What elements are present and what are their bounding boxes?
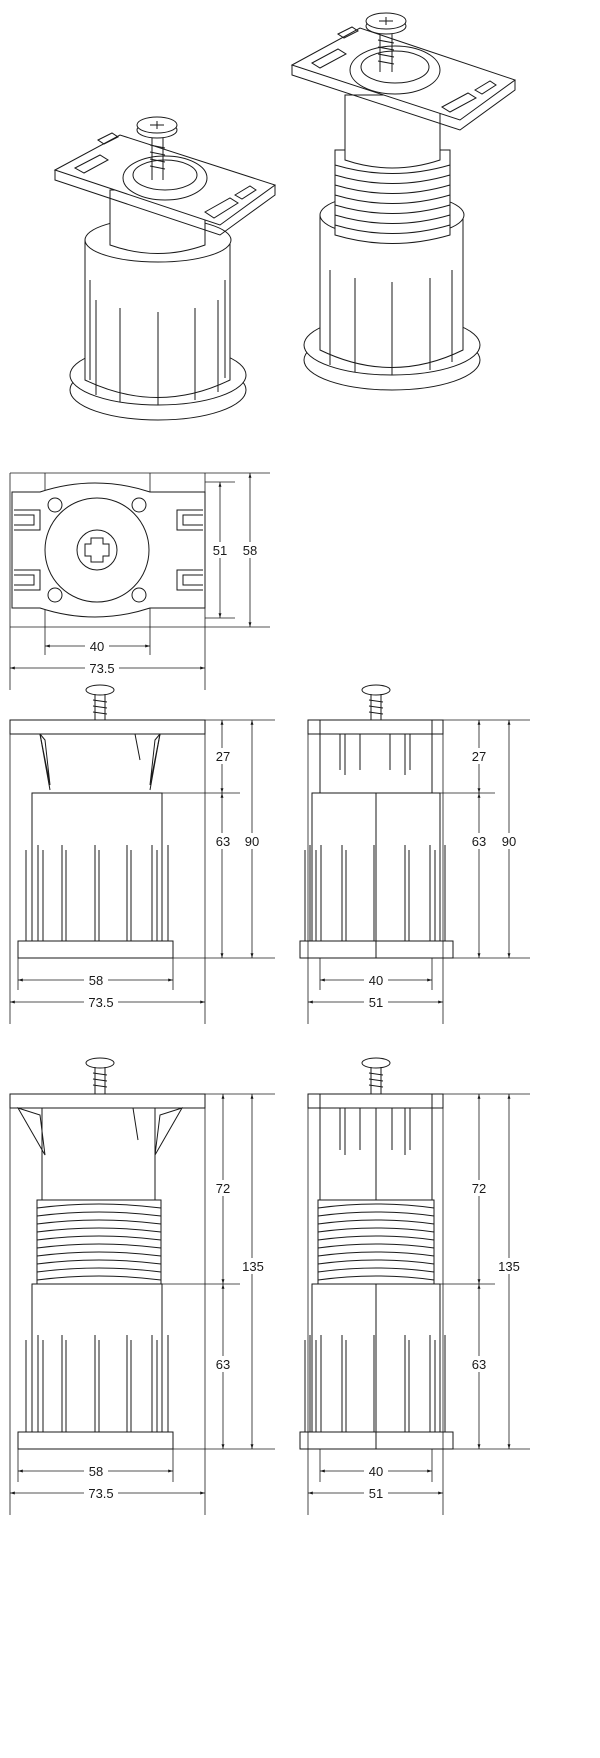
- tall-front-view: 72 63 135 58 73.5: [9, 1057, 275, 1515]
- dim-51: 51: [369, 1486, 383, 1501]
- dim-135: 135: [242, 1259, 264, 1274]
- dim-40: 40: [369, 973, 383, 988]
- short-side-view: 27 63 90 40 51: [299, 684, 530, 1024]
- dim-40: 40: [90, 639, 104, 654]
- dim-58: 58: [89, 973, 103, 988]
- iso-view-tall-leg: [290, 12, 517, 391]
- dim-90: 90: [245, 834, 259, 849]
- dim-63: 63: [472, 1357, 486, 1372]
- dim-73-5: 73.5: [89, 661, 114, 676]
- top-view: 51 58 40 73.5: [9, 472, 270, 690]
- dim-58: 58: [89, 1464, 103, 1479]
- dim-63: 63: [216, 1357, 230, 1372]
- dim-72: 72: [216, 1181, 230, 1196]
- dim-27: 27: [216, 749, 230, 764]
- dim-72: 72: [472, 1181, 486, 1196]
- tall-side-view: 72 63 135 40 51: [299, 1057, 530, 1515]
- dim-135: 135: [498, 1259, 520, 1274]
- dim-90: 90: [502, 834, 516, 849]
- short-front-view: 27 63 90 58 73.5: [9, 684, 275, 1024]
- dim-73-5: 73.5: [88, 1486, 113, 1501]
- dim-51: 51: [213, 543, 227, 558]
- dim-27: 27: [472, 749, 486, 764]
- dim-40: 40: [369, 1464, 383, 1479]
- dim-58: 58: [243, 543, 257, 558]
- dim-63: 63: [216, 834, 230, 849]
- dim-63: 63: [472, 834, 486, 849]
- dim-51: 51: [369, 995, 383, 1010]
- dim-73-5: 73.5: [88, 995, 113, 1010]
- iso-view-short-leg: [53, 116, 277, 421]
